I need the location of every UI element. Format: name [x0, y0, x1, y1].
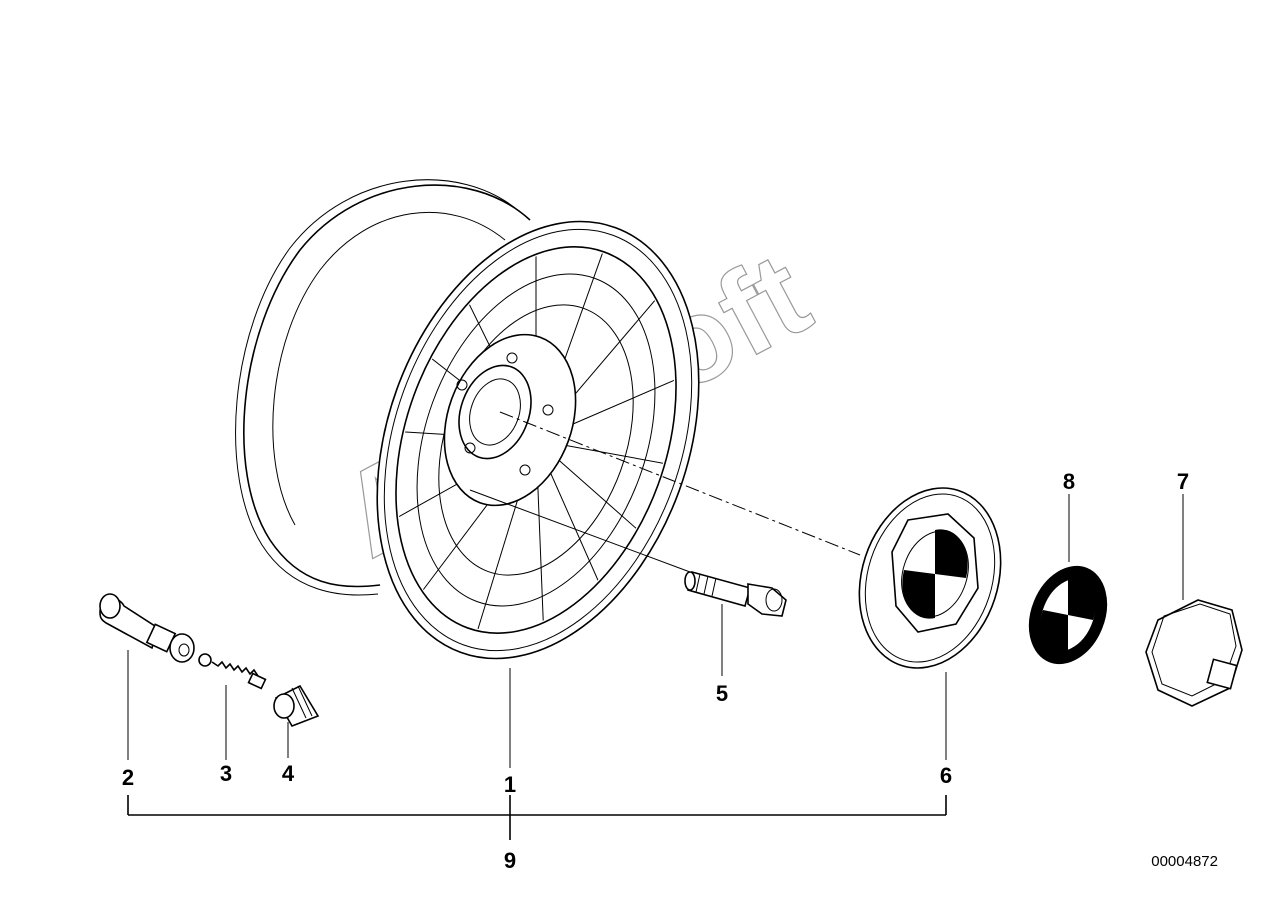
valve-core-part-3 [198, 653, 267, 690]
callout-9: 9 [504, 848, 516, 873]
hub-cap-part-6 [858, 487, 1002, 669]
axis-line [499, 411, 861, 556]
emblem-part-8 [1028, 565, 1108, 665]
callout-5: 5 [716, 681, 728, 706]
callout-7: 7 [1177, 469, 1189, 494]
callout-3: 3 [220, 761, 232, 786]
callout-2: 2 [122, 765, 134, 790]
callout-4: 4 [282, 761, 295, 786]
callout-1: 1 [504, 772, 516, 797]
callout-8: 8 [1063, 469, 1075, 494]
wheel-rim-part-1 [235, 179, 701, 666]
leader-lines [127, 494, 1184, 840]
wheel-bolt-part-5 [684, 571, 787, 617]
valve-cap-part-4 [273, 684, 320, 727]
hub-cap-tool-part-7 [1145, 599, 1243, 707]
diagram-reference-code: 00004872 [1151, 853, 1218, 870]
callout-6: 6 [940, 763, 952, 788]
bolt-axis-line [469, 489, 691, 573]
valve-stem-part-2 [99, 593, 195, 663]
